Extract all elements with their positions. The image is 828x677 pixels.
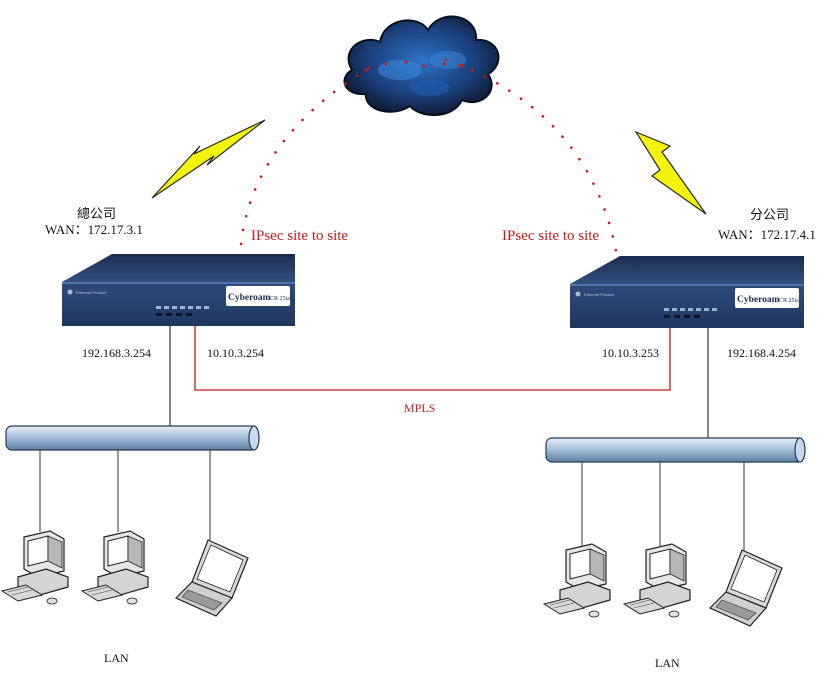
desktop-pc-icon-hq-1 (0, 530, 69, 605)
branch-wan-address: WAN：172.17.4.1 (718, 227, 816, 242)
hq-drops (39, 450, 211, 540)
desktop-pc-icon-branch-1 (542, 543, 611, 618)
device-brand-branch: Cyberoam (737, 295, 780, 305)
ipsec-tunnel-left (238, 64, 374, 260)
branch-drops (581, 462, 745, 556)
lan-bus-icon-hq (5, 425, 260, 451)
router-icon-branch: Cyberoam CR 25ia Ethernet Product (570, 256, 804, 328)
lightning-icon-right (634, 130, 707, 215)
desktop-pc-icon-branch-2 (622, 543, 691, 618)
branch-name: 分公司 (750, 207, 790, 222)
branch-tunnel-label: IPsec site to site (502, 228, 600, 244)
branch-mpls-ip: 10.10.3.253 (602, 346, 659, 360)
laptop-icon-branch (708, 549, 783, 627)
lightning-icon-left (151, 119, 266, 199)
mpls-label: MPLS (404, 401, 436, 415)
lan-bus-icon-branch (545, 437, 806, 463)
device-model-branch: CR 25ia (779, 298, 799, 304)
branch-lan-ip: 192.168.4.254 (727, 346, 796, 360)
svg-text:Ethernet Product: Ethernet Product (76, 290, 107, 295)
cloud-dots (364, 60, 464, 72)
hq-name: 總公司 (77, 206, 117, 221)
mpls-link (194, 326, 671, 391)
branch-lan-label: LAN (655, 656, 680, 670)
cloud-icon (343, 15, 500, 117)
router-icon-hq: Cyberoam CR 25ia Ethernet Product (62, 254, 295, 326)
hq-lan-label: LAN (104, 651, 129, 665)
device-model-hq: CR 25ia (270, 296, 290, 302)
device-brand-hq: Cyberoam (228, 293, 271, 303)
svg-text:Ethernet Product: Ethernet Product (584, 292, 615, 297)
desktop-pc-icon-hq-2 (80, 530, 149, 605)
hq-mpls-ip: 10.10.3.254 (207, 346, 264, 360)
hq-wan-address: WAN：172.17.3.1 (45, 222, 143, 237)
laptop-icon-hq (174, 539, 249, 617)
hq-tunnel-label: IPsec site to site (251, 228, 349, 244)
hq-lan-ip: 192.168.3.254 (82, 346, 151, 360)
